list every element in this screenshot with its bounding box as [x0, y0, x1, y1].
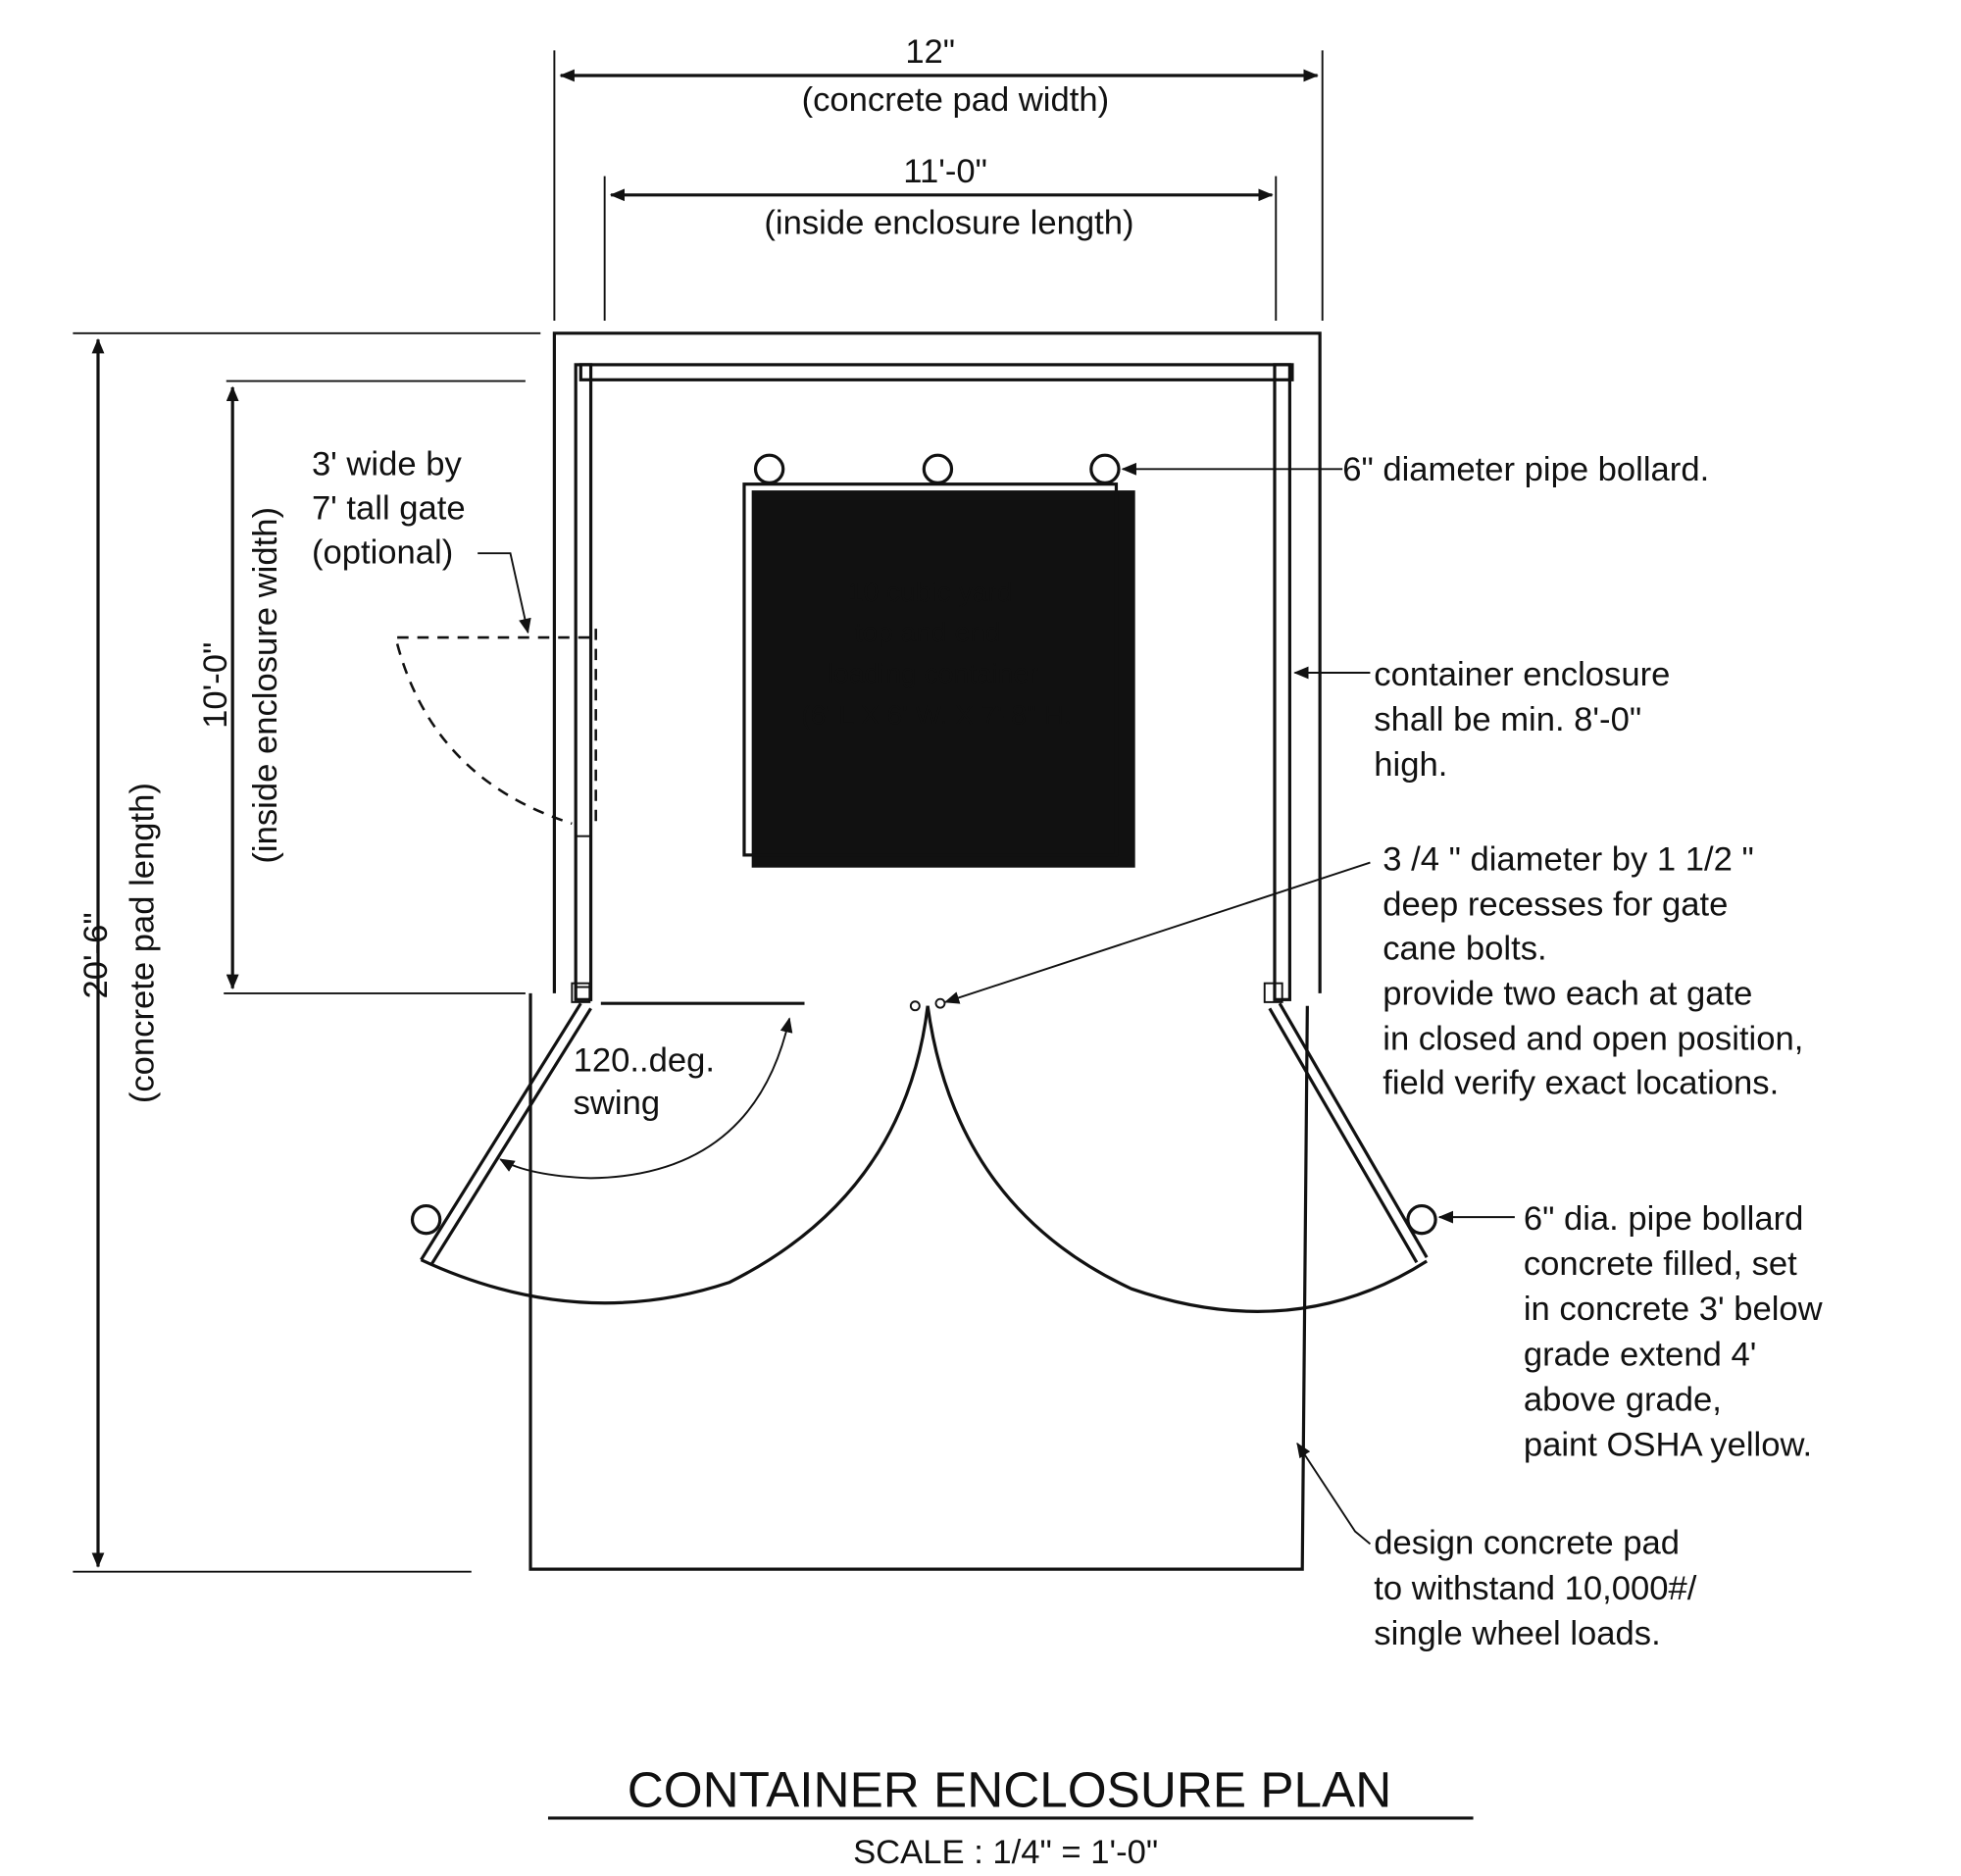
enclosure-note-line: container enclosure	[1374, 656, 1670, 693]
bollard-detail-line: concrete filled, set	[1524, 1245, 1797, 1283]
inside-length-dimension: 11'-0" (inside enclosure length)	[603, 153, 1278, 322]
recess-note: 3 /4 " diameter by 1 1/2 " deep recesses…	[943, 840, 1803, 1101]
pad-note-line: design concrete pad	[1374, 1525, 1680, 1562]
gate-note-line-2: 7' tall gate	[312, 490, 466, 528]
enclosure-note: container enclosure shall be min. 8'-0" …	[1293, 656, 1670, 784]
recess-note-line: 3 /4 " diameter by 1 1/2 "	[1383, 840, 1754, 878]
pad-note-line: single wheel loads.	[1374, 1615, 1660, 1652]
pad-note: design concrete pad to withstand 10,000#…	[1296, 1442, 1697, 1652]
recess-note-line: deep recesses for gate	[1383, 886, 1728, 923]
pad-width-value: 12"	[905, 33, 955, 71]
pad-width-dimension: 12" (concrete pad width)	[553, 33, 1324, 322]
bollard-detail-note: 6" dia. pipe bollard concrete filled, se…	[1437, 1200, 1824, 1464]
gate-note-line-1: 3' wide by	[312, 446, 463, 483]
bollard-icon	[1406, 1203, 1437, 1236]
bollard-detail-line: paint OSHA yellow.	[1524, 1427, 1812, 1464]
container: 10 cubic yard top and end loading contai…	[742, 482, 1135, 868]
main-gates: 120..deg. swing	[420, 997, 1429, 1313]
inside-width-value: 10'-0"	[197, 642, 234, 729]
swing-note-line-2: swing	[574, 1085, 660, 1122]
bollard-detail-line: 6" dia. pipe bollard	[1524, 1200, 1804, 1238]
recess-note-line: provide two each at gate	[1383, 975, 1752, 1012]
optional-gate: 3' wide by 7' tall gate (optional)	[312, 446, 597, 989]
inside-width-dimension: 10'-0" (inside enclosure width)	[197, 380, 526, 994]
inside-length-label: (inside enclosure length)	[764, 205, 1133, 242]
container-text-1: 10 cubic yard	[848, 576, 1013, 607]
enclosure-walls	[571, 363, 1294, 1003]
recess-note-line: in closed and open position,	[1383, 1021, 1803, 1058]
gate-note-line-3: (optional)	[312, 533, 453, 571]
bollard-detail-line: above grade,	[1524, 1382, 1722, 1419]
enclosure-note-line: shall be min. 8'-0"	[1374, 701, 1641, 738]
pad-length-value: 20'-6"	[77, 912, 115, 998]
recess-note-line: cane bolts.	[1383, 930, 1546, 967]
pad-note-line: to withstand 10,000#/	[1374, 1570, 1696, 1607]
container-text-2: top and end	[855, 616, 1001, 647]
inside-width-label: (inside enclosure width)	[247, 507, 284, 864]
pad-length-label: (concrete pad length)	[124, 783, 161, 1103]
pipe-bollards: 6" diameter pipe bollard.	[410, 451, 1709, 1236]
concrete-pad-outline	[552, 331, 1322, 993]
inside-length-value: 11'-0"	[903, 153, 987, 190]
bollard-icon	[410, 1203, 442, 1236]
bollard-note: 6" diameter pipe bollard.	[1342, 451, 1709, 488]
bollard-icon	[1089, 453, 1121, 485]
recess-note-line: field verify exact locations.	[1383, 1064, 1779, 1101]
enclosure-note-line: high.	[1374, 746, 1447, 784]
container-text-4: (6' L X 6' W. X 7'-8" H.	[801, 699, 1072, 731]
bollard-detail-line: in concrete 3' below	[1524, 1291, 1824, 1328]
container-text-3: loading container	[828, 657, 1038, 688]
drawing-title: CONTAINER ENCLOSURE PLAN	[628, 1761, 1392, 1817]
bollard-detail-line: grade extend 4'	[1524, 1336, 1757, 1373]
swing-note-line-1: 120..deg.	[574, 1041, 715, 1079]
pad-width-label: (concrete pad width)	[802, 81, 1110, 119]
pad-length-dimension: 20'-6" (concrete pad length)	[73, 331, 541, 1573]
bollard-icon	[753, 453, 785, 485]
bollard-icon	[922, 453, 954, 485]
drawing-scale: SCALE : 1/4" = 1'-0"	[853, 1834, 1158, 1871]
